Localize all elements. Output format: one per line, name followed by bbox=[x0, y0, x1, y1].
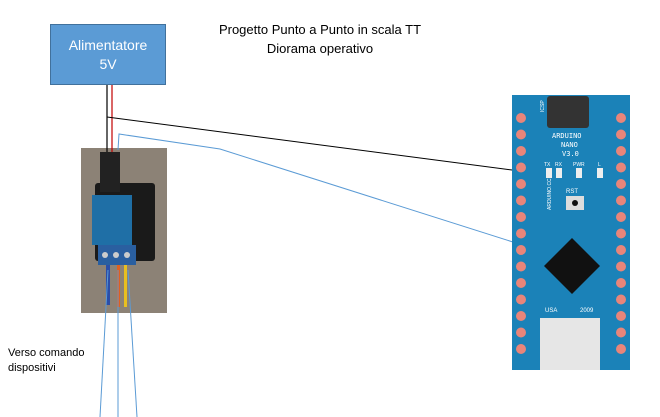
wire-gnd-to-arduino bbox=[106, 116, 513, 171]
pin-pad bbox=[616, 179, 626, 189]
relay-module-photo bbox=[81, 148, 167, 313]
power-supply-box: Alimentatore 5V bbox=[50, 24, 166, 85]
pin-pad bbox=[516, 195, 526, 206]
pin-pad bbox=[516, 311, 526, 321]
pin-pad bbox=[616, 146, 626, 156]
year-label: 2009 bbox=[580, 308, 594, 314]
pin-pad bbox=[516, 162, 526, 173]
arduino-label: ARDUINO bbox=[552, 132, 582, 140]
arduino-nano-board: ICSP TX RX PWR L ARDUINO.CC ARDUINO NANO… bbox=[512, 95, 630, 370]
pin-pad bbox=[516, 294, 526, 305]
pin-pad bbox=[616, 228, 626, 239]
pin-pad bbox=[516, 278, 526, 288]
pin-pad bbox=[616, 294, 626, 305]
arduino-model: NANO bbox=[561, 141, 578, 149]
power-supply-label: Alimentatore bbox=[68, 36, 148, 53]
pin-pad bbox=[616, 129, 626, 140]
pin-pad bbox=[616, 195, 626, 206]
pin-pad bbox=[516, 245, 526, 255]
pin-pad bbox=[616, 162, 626, 173]
power-supply-voltage: 5V bbox=[99, 55, 117, 72]
pin-pad bbox=[516, 113, 526, 123]
wire-output-3 bbox=[127, 269, 138, 417]
pin-pad bbox=[616, 327, 626, 338]
pin-pad bbox=[516, 344, 526, 354]
title-line-2: Diorama operativo bbox=[266, 41, 374, 56]
pin-pad bbox=[616, 261, 626, 272]
pin-pad bbox=[516, 327, 526, 338]
pin-pad bbox=[516, 228, 526, 239]
pin-pad bbox=[616, 212, 626, 222]
wire-output-1 bbox=[99, 269, 109, 417]
pin-pad bbox=[516, 261, 526, 272]
pin-pad bbox=[516, 129, 526, 140]
usa-label: USA bbox=[545, 308, 557, 314]
pin-pad bbox=[616, 278, 626, 288]
title-line-1: Progetto Punto a Punto in scala TT bbox=[218, 22, 422, 37]
led-label-rx: RX bbox=[555, 162, 563, 168]
note-line-2: dispositivi bbox=[8, 362, 56, 374]
led-label-tx: TX bbox=[544, 162, 551, 168]
arduino-brand-label: ARDUINO.CC bbox=[547, 178, 553, 210]
icsp-label: ICSP bbox=[540, 100, 546, 112]
pin-pad bbox=[516, 179, 526, 189]
pin-pad bbox=[516, 146, 526, 156]
led-label-pwr: PWR bbox=[573, 162, 585, 168]
note-line-1: Verso comando bbox=[8, 347, 85, 359]
rst-label: RST bbox=[566, 189, 578, 195]
led-label-l: L bbox=[598, 162, 601, 168]
pin-pad bbox=[616, 311, 626, 321]
pin-pad bbox=[616, 245, 626, 255]
pin-pad bbox=[516, 212, 526, 222]
wire-signal-to-arduino bbox=[117, 133, 517, 244]
pin-pad bbox=[616, 113, 626, 123]
diagram-title: Progetto Punto a Punto in scala TT Diora… bbox=[180, 20, 460, 58]
pin-pad bbox=[616, 344, 626, 354]
output-note: Verso comando dispositivi bbox=[8, 346, 84, 376]
arduino-version: V3.0 bbox=[562, 150, 579, 158]
